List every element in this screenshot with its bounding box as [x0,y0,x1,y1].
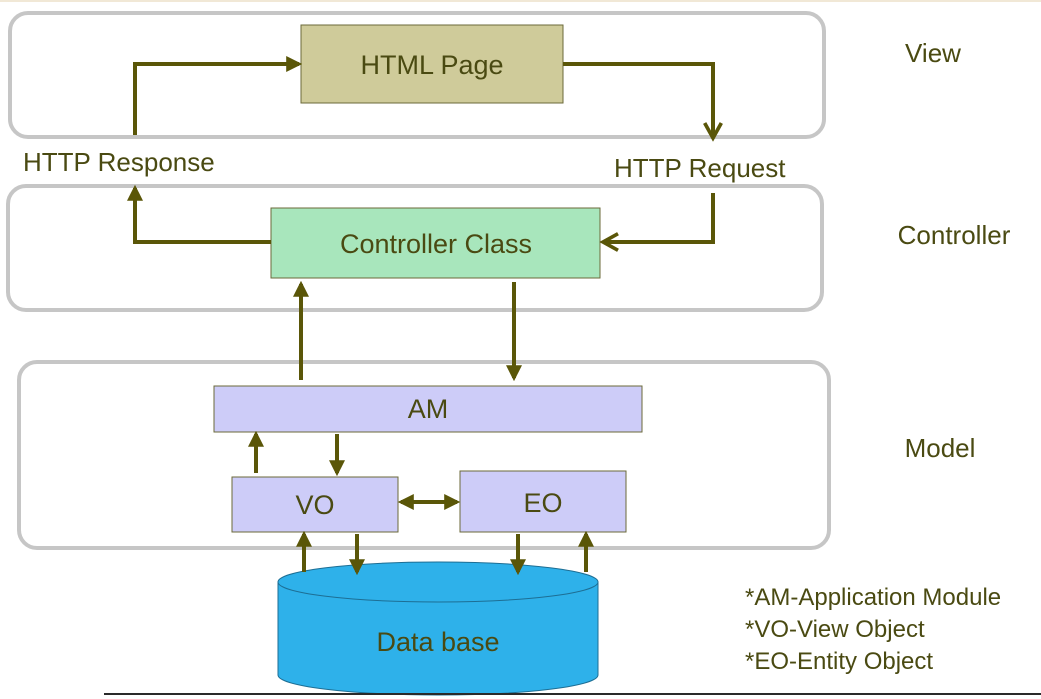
eo-label: EO [523,488,562,518]
am-box [213,385,643,433]
request-to-controller-arrow [603,193,715,242]
legend-vo: *VO-View Object [745,616,925,643]
eo-box [459,470,627,533]
html-page-box [300,24,564,104]
database-label: Data base [376,627,499,657]
vo-box [231,476,399,533]
html-page-to-request-arrow [563,62,713,138]
view-layer-label: View [905,38,961,68]
controller-class-label: Controller Class [340,229,532,259]
response-to-html-page-arrow [133,56,303,135]
http-response-label: HTTP Response [23,147,215,177]
model-layer-label: Model [905,433,976,463]
controller-layer-box [6,184,824,312]
legend-eo: *EO-Entity Object [745,648,933,675]
controller-to-response-arrow [127,184,271,244]
http-request-label: HTTP Request [614,153,786,183]
view-layer-box [8,11,826,139]
am-label: AM [408,394,449,424]
model-layer-box [17,360,831,550]
html-page-label: HTML Page [360,50,503,80]
vo-label: VO [295,490,334,520]
controller-layer-label: Controller [898,220,1011,250]
legend-am: *AM-Application Module [745,584,1001,611]
